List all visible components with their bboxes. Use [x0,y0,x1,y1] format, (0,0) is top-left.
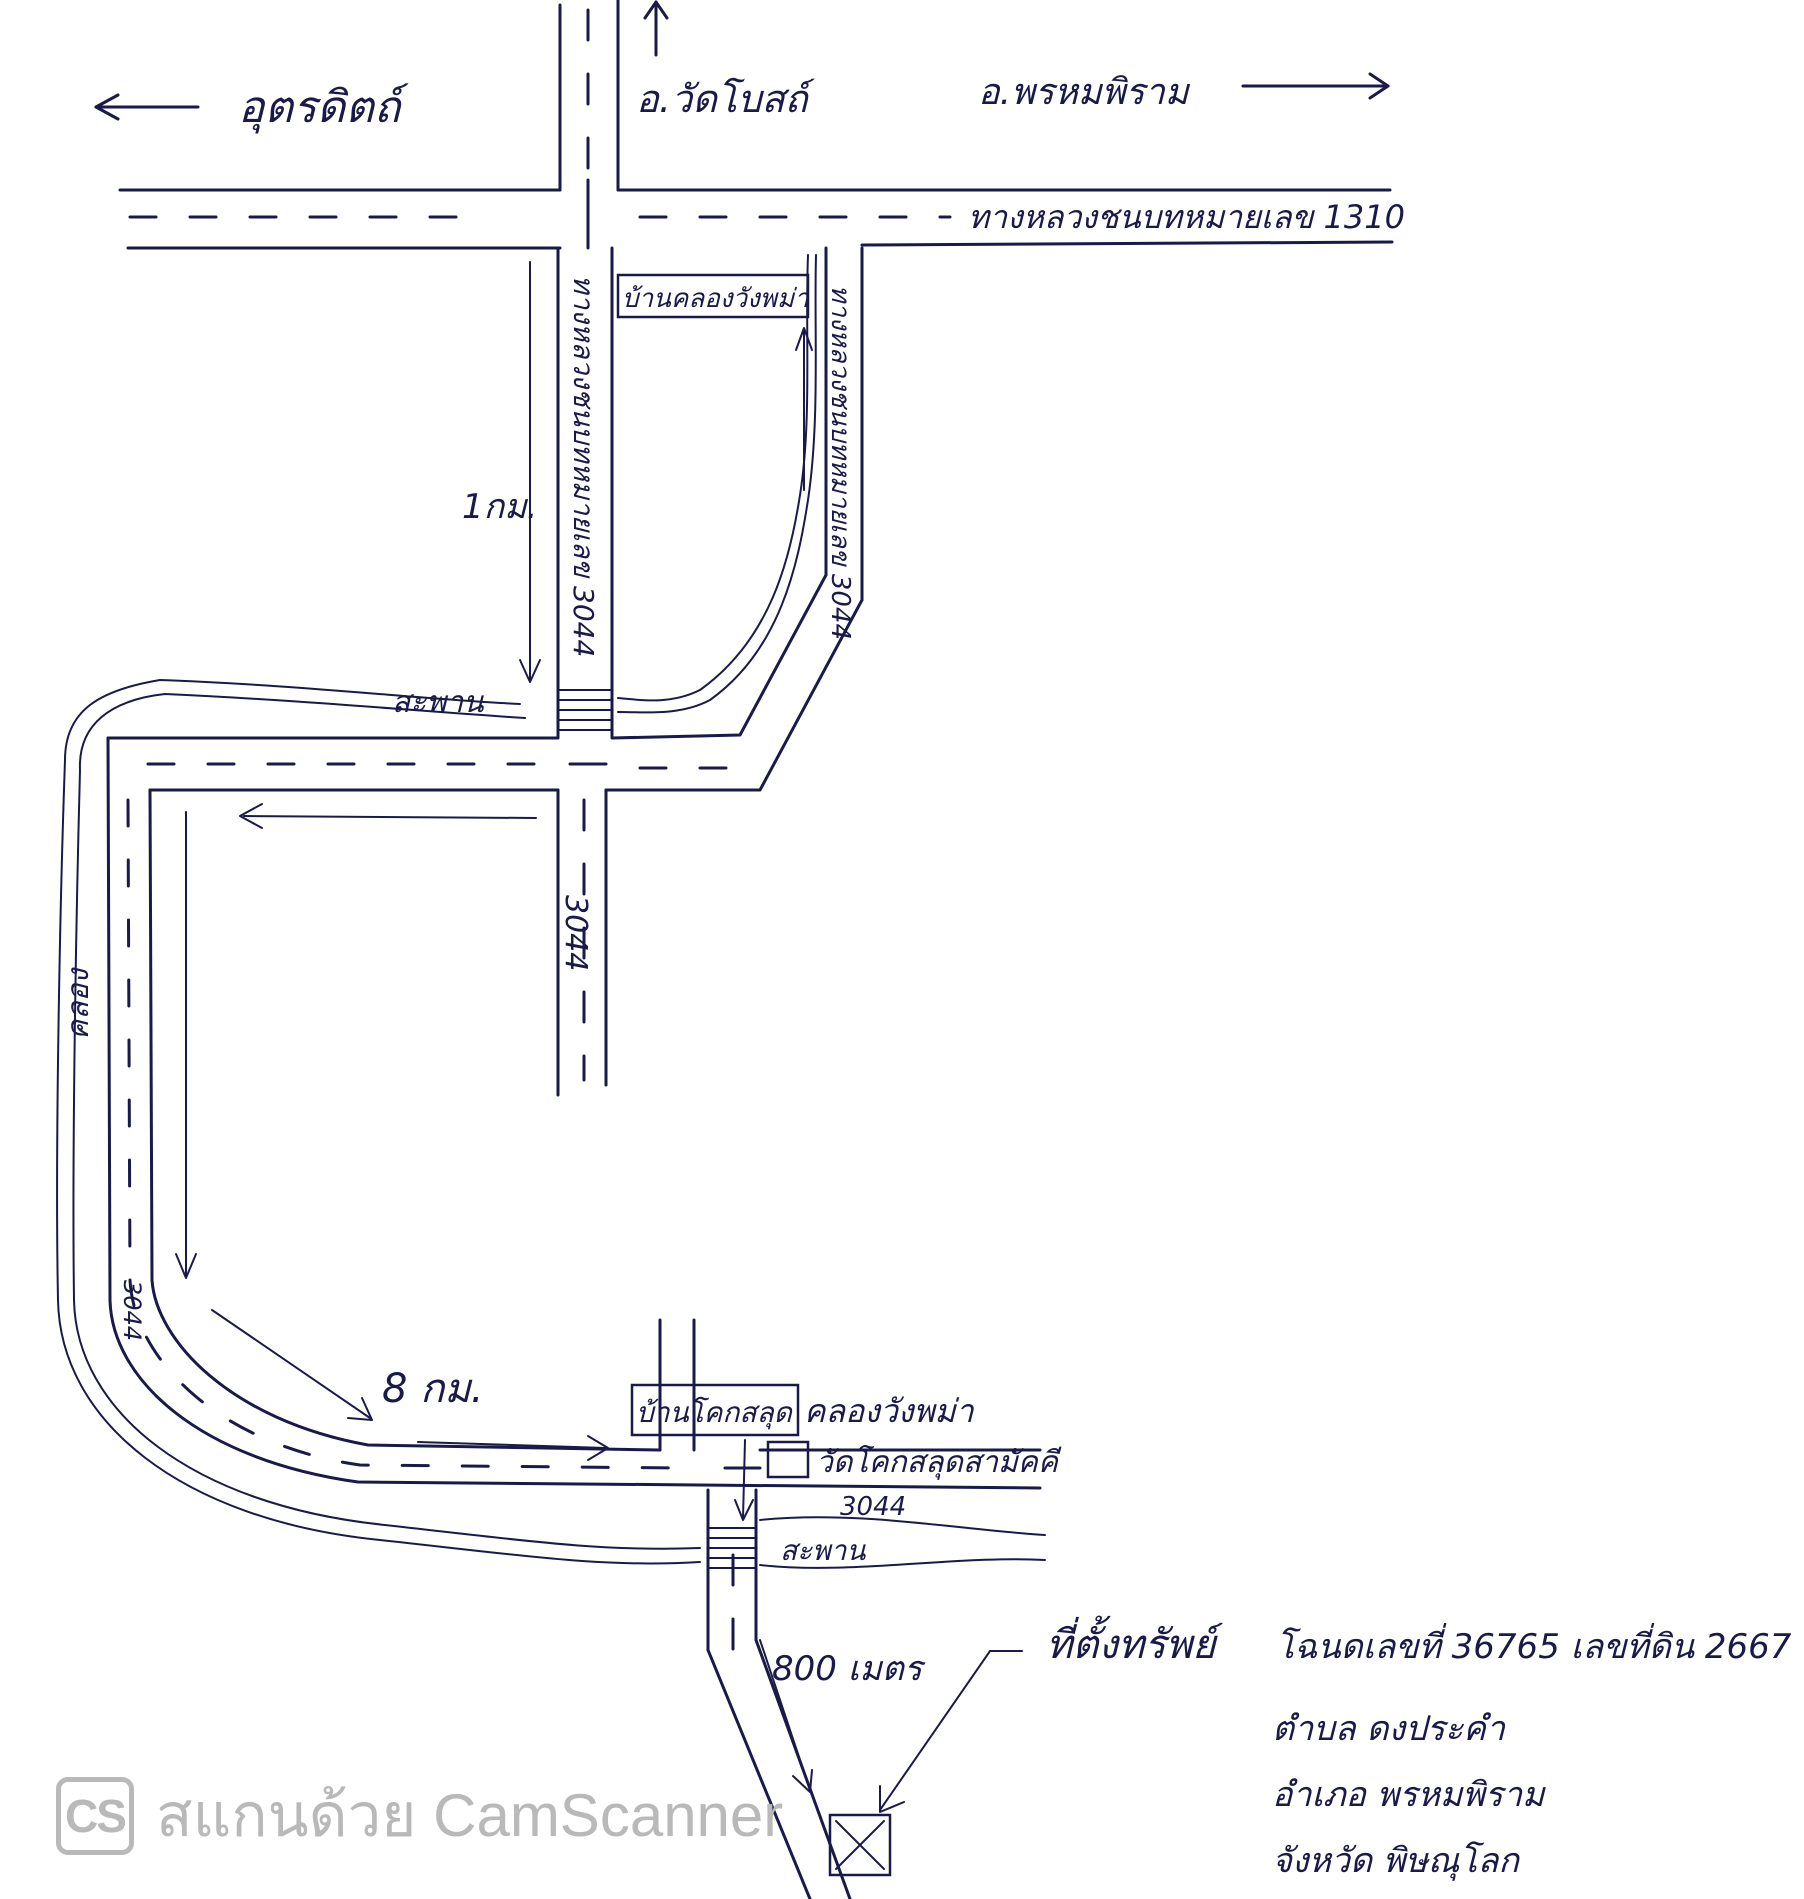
label-subdistrict: ตำบล ดงประคำ [1272,1709,1506,1749]
village-1-box [616,273,810,319]
label-village-1: บ้านคลองวังพม่า [622,284,810,314]
label-bridge-2: สะพาน [780,1534,866,1567]
arrow-east-village-icon [417,1435,609,1461]
arrow-north-icon [643,0,669,57]
label-village-2: บ้านโคกสลุด [636,1396,794,1430]
village-2-box [630,1383,800,1437]
bridge-2 [707,1527,757,1569]
label-road-south-stub: 3044 [558,895,593,971]
canal-west [56,679,701,1565]
middle-cross-road [106,736,762,792]
label-dist-1km: 1กม. [462,487,537,527]
camscanner-watermark: CS สแกนด้วย CamScanner [56,1768,783,1863]
road-3044-right-vertical [604,246,864,792]
arrow-west-middle-icon [239,803,537,829]
school-box [766,1440,810,1479]
arrow-up-right-road-icon [795,327,813,491]
label-west-destination: อุตรดิตถ์ [238,82,409,134]
label-road-west-vertical: 3044 [118,1280,146,1341]
label-bridge-1: สะพาน [392,685,485,720]
property-marker-icon [828,1813,892,1877]
bridge-1 [557,689,613,731]
arrow-down-1km-icon [519,261,541,683]
label-road-right-vertical: ทางหลวงชนบทหมายเลข 3044 [825,285,855,640]
label-province: จังหวัด พิษณุโลก [1272,1841,1520,1881]
label-dist-800m: 800 เมตร [772,1649,926,1689]
arrow-down-bridge-icon [734,1439,754,1521]
arrow-down-800m-icon [759,1639,813,1793]
arrow-diag-8km-icon [211,1309,373,1421]
label-canal: คลอง [61,967,96,1040]
label-property-title: ที่ตั้งทรัพย์ [1046,1615,1224,1668]
label-east-destination: อ.พรหมพิราม [978,72,1191,113]
north-road [558,0,620,250]
arrow-property-pointer-icon [879,1650,1023,1813]
label-road-bottom: 3044 [840,1492,906,1522]
arrow-east-icon [1241,72,1390,100]
arrow-down-west-icon [175,811,197,1279]
arrow-west-icon [94,93,200,121]
river-bottom [759,1516,1046,1569]
road-3044-left-vertical [556,246,614,1097]
label-district: อำเภอ พรหมพิราม [1272,1775,1546,1815]
label-road-left-vertical: ทางหลวงชนบทหมายเลข 3044 [567,275,600,657]
label-dist-8km: 8 กม. [382,1366,483,1412]
label-deed-line: โฉนดเลขที่ 36765 เลขที่ดิน 2667 [1276,1623,1792,1667]
label-main-highway: ทางหลวงชนบทหมายเลข 1310 [968,198,1405,236]
label-village-2-sub: คลองวังพม่า [804,1392,975,1430]
main-highway [118,188,1394,250]
river-right [617,254,817,714]
label-school: วัดโคกสลุดสามัคคี [816,1444,1062,1480]
label-north-destination: อ.วัดโบสถ์ [636,77,816,121]
watermark-text: สแกนด้วย CamScanner [156,1782,784,1849]
camscanner-logo-icon: CS [56,1776,134,1855]
west-loop-road [106,736,1042,1490]
